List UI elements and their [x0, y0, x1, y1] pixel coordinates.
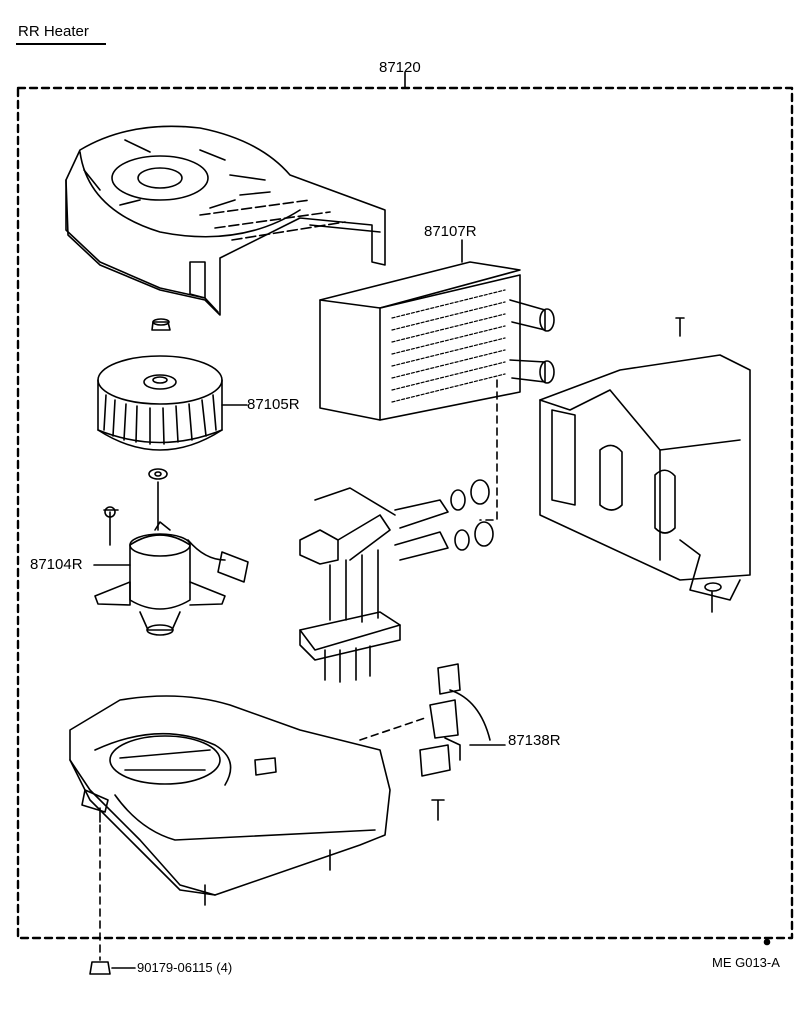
nut — [151, 318, 171, 331]
heater-radiator — [319, 239, 555, 521]
label-wiring: 87138R — [508, 732, 561, 749]
assembly-part-number: 87120 — [379, 59, 421, 76]
upper-blower-case — [65, 125, 386, 316]
heater-housing — [539, 317, 751, 613]
title-underline — [16, 43, 106, 45]
bolt-leader — [89, 824, 136, 975]
diagram-title: RR Heater — [18, 23, 89, 40]
heater-pipes — [299, 479, 494, 683]
label-fan: 87105R — [247, 396, 300, 413]
assembly-boundary — [16, 71, 794, 946]
label-nut: 90179-06115 (4) — [137, 960, 233, 975]
label-radiator: 87107R — [424, 223, 477, 240]
figure-code: ME G013-A — [712, 955, 780, 970]
wiring-harness — [419, 663, 506, 821]
blower-motor — [93, 481, 249, 636]
blower-fan — [97, 355, 248, 451]
washer — [148, 468, 168, 480]
lower-blower-case — [69, 695, 426, 906]
label-motor: 87104R — [30, 556, 83, 573]
